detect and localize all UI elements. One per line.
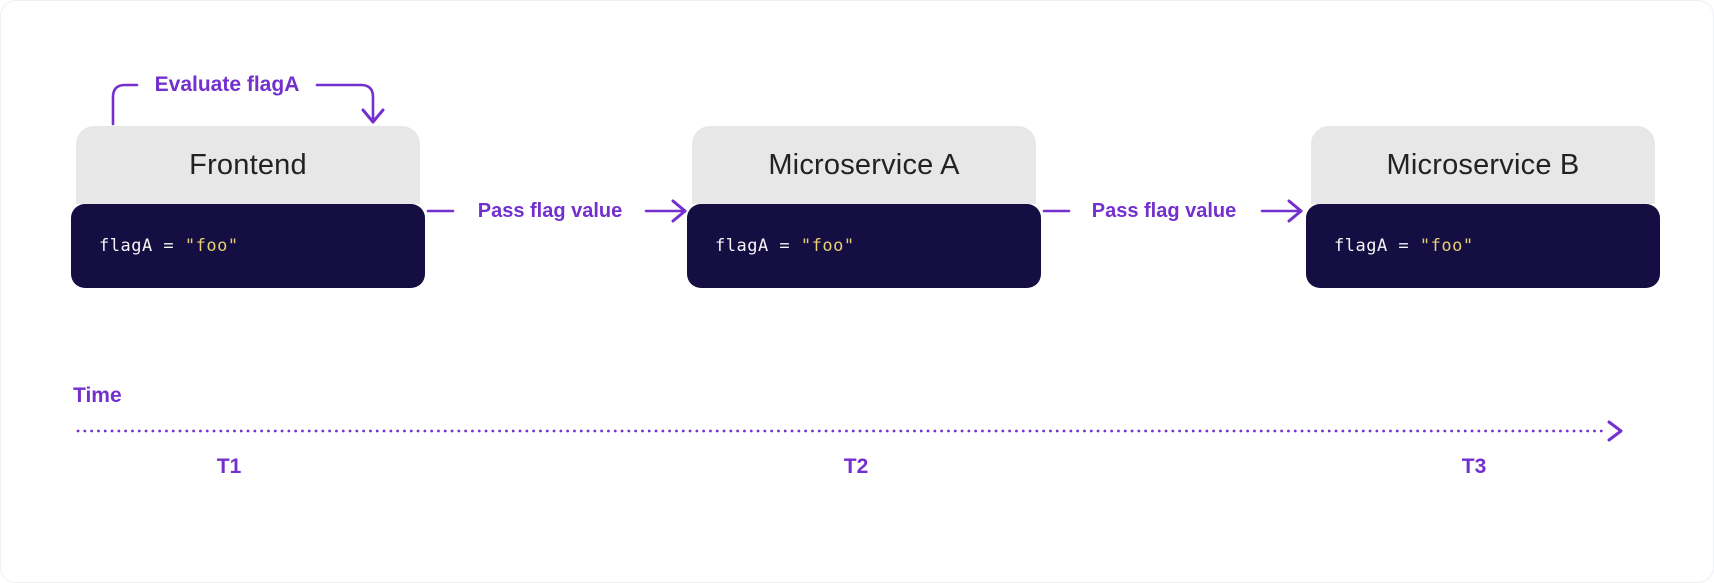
code-string-value: "foo" xyxy=(1419,236,1474,256)
service-box-microservice-a: Microservice A flagA = "foo" xyxy=(687,126,1041,288)
arrow-right-icon xyxy=(1607,420,1623,442)
code-line: flagA = "foo" xyxy=(1334,236,1474,256)
service-title: Microservice B xyxy=(1386,148,1580,181)
service-box-frontend: Frontend flagA = "foo" xyxy=(71,126,425,288)
code-string-value: "foo" xyxy=(800,236,855,256)
code-assignment: flagA = xyxy=(715,236,801,256)
code-line: flagA = "foo" xyxy=(99,236,239,256)
arrow-down-icon xyxy=(361,108,385,124)
flow-label-pass-flag-value-2: Pass flag value xyxy=(1091,200,1237,222)
code-assignment: flagA = xyxy=(1334,236,1420,256)
service-title: Frontend xyxy=(189,148,307,181)
service-box-microservice-b: Microservice B flagA = "foo" xyxy=(1306,126,1660,288)
timeline-tick-t2: T2 xyxy=(843,455,869,478)
timeline-tick-t3: T3 xyxy=(1461,455,1487,478)
code-string-value: "foo" xyxy=(184,236,239,256)
code-block: flagA = "foo" xyxy=(71,204,425,288)
service-header: Microservice A xyxy=(692,126,1036,204)
flow-label-pass-flag-value-1: Pass flag value xyxy=(477,200,623,222)
timeline-label: Time xyxy=(73,384,122,407)
evaluate-bracket-left-line xyxy=(111,83,139,126)
code-line: flagA = "foo" xyxy=(715,236,855,256)
arrow-right-icon xyxy=(671,199,687,223)
code-block: flagA = "foo" xyxy=(1306,204,1660,288)
timeline-tick-t1: T1 xyxy=(216,455,242,478)
arrow-right-icon xyxy=(1287,199,1303,223)
evaluate-bracket-right-line xyxy=(315,83,375,120)
code-assignment: flagA = xyxy=(99,236,185,256)
evaluate-flag-label: Evaluate flagA xyxy=(154,73,300,96)
service-header: Microservice B xyxy=(1311,126,1655,204)
service-header: Frontend xyxy=(76,126,420,204)
service-title: Microservice A xyxy=(768,148,960,181)
code-block: flagA = "foo" xyxy=(687,204,1041,288)
